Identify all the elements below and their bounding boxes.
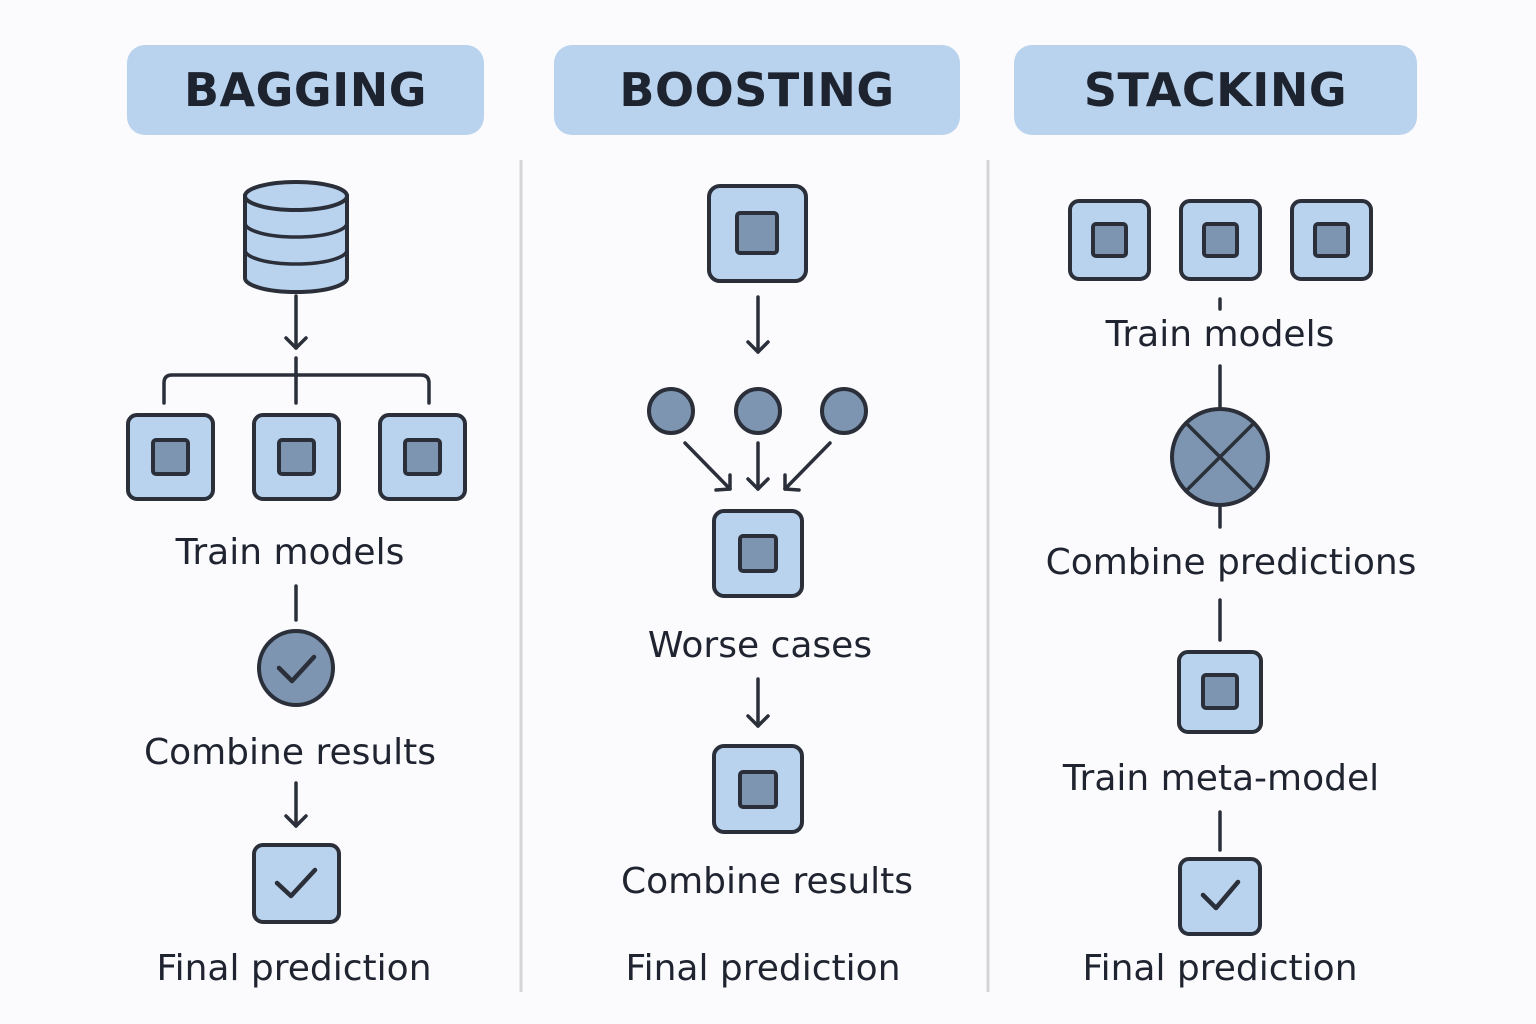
bagging-header: BAGGING	[127, 45, 484, 135]
arrow-down-icon	[746, 677, 770, 728]
arrow-down-icon	[746, 441, 770, 491]
boosting-worse-cases-label: Worse cases	[647, 625, 873, 666]
arrow-down-icon	[284, 294, 308, 350]
data-point-icon	[820, 387, 868, 435]
stacking-train-models-label: Train models	[1105, 314, 1335, 355]
data-point-icon	[647, 387, 695, 435]
model-box-icon	[707, 184, 808, 283]
stacking-train-meta-model-label: Train meta-model	[1062, 758, 1380, 799]
arrow-diagonal-right	[783, 441, 832, 492]
model-box-icon	[126, 413, 215, 501]
boosting-combine-results-label: Combine results	[620, 861, 914, 902]
model-box-icon	[1177, 650, 1263, 734]
model-box-icon	[712, 509, 804, 598]
stacking-combine-predictions-label: Combine predictions	[1045, 542, 1417, 583]
split-connector	[162, 356, 431, 405]
check-box-icon	[1178, 857, 1262, 936]
check-circle-icon	[257, 629, 335, 707]
stacking-final-prediction-label: Final prediction	[1082, 948, 1358, 989]
model-box-icon	[252, 413, 341, 501]
model-box-icon	[1179, 199, 1262, 281]
arrow-down-icon	[746, 295, 770, 354]
arrow-down-icon	[284, 781, 308, 828]
boosting-final-prediction-label: Final prediction	[625, 948, 901, 989]
database-icon	[243, 180, 349, 294]
stacking-header: STACKING	[1014, 45, 1417, 135]
boosting-header: BOOSTING	[554, 45, 960, 135]
model-box-icon	[1290, 199, 1373, 281]
bagging-train-models-label: Train models	[175, 532, 405, 573]
model-box-icon	[1068, 199, 1151, 281]
bagging-combine-results-label: Combine results	[143, 732, 437, 773]
combiner-x-circle-icon	[1170, 407, 1270, 507]
data-point-icon	[734, 387, 782, 435]
model-box-icon	[712, 744, 804, 834]
arrow-diagonal-left	[683, 441, 732, 492]
model-box-icon	[378, 413, 467, 501]
check-box-icon	[252, 843, 341, 924]
bagging-final-prediction-label: Final prediction	[156, 948, 432, 989]
